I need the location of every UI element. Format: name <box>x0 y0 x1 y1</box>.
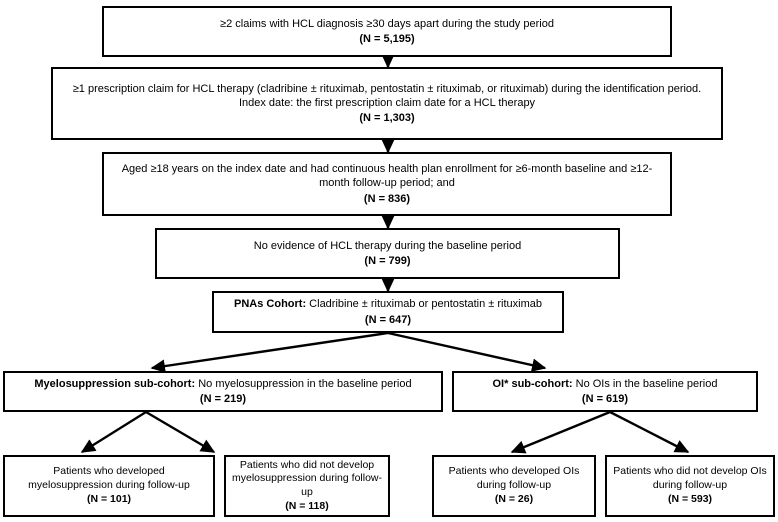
node-body: No evidence of HCL therapy during the ba… <box>253 239 522 252</box>
node-no-myelosuppression: Patients who did not develop myelosuppre… <box>224 455 390 517</box>
node-count: (N = 118) <box>285 499 329 512</box>
node-count: (N = 1,303) <box>359 112 415 125</box>
node-count: (N = 26) <box>494 493 534 506</box>
edge-n7-n10 <box>510 410 611 454</box>
node-body: PNAs Cohort: Cladribine ± rituximab or p… <box>234 297 542 311</box>
node-body: Aged ≥18 years on the index date and had… <box>121 163 653 190</box>
node-hcl-claims: ≥2 claims with HCL diagnosis ≥30 days ap… <box>102 6 672 57</box>
node-count: (N = 647) <box>364 313 412 326</box>
edge-n5-n7 <box>387 331 547 372</box>
node-body: ≥2 claims with HCL diagnosis ≥30 days ap… <box>220 17 554 30</box>
node-body: Myelosuppression sub-cohort: No myelosup… <box>34 377 411 391</box>
node-developed-myelosuppression: Patients who developed myelosuppression … <box>3 455 215 517</box>
node-no-baseline-hcl-therapy: No evidence of HCL therapy during the ba… <box>155 228 620 279</box>
node-lead: PNAs Cohort: <box>234 298 307 311</box>
node-age-and-enrollment: Aged ≥18 years on the index date and had… <box>102 152 672 216</box>
node-lead: Myelosuppression sub-cohort: <box>34 377 196 390</box>
node-oi-sub-cohort: OI* sub-cohort: No OIs in the baseline p… <box>452 371 758 412</box>
node-count: (N = 5,195) <box>359 33 415 45</box>
edge-n5-n6 <box>150 331 389 373</box>
node-no-ois: Patients who did not develop OIs during … <box>605 455 775 517</box>
node-pnas-cohort: PNAs Cohort: Cladribine ± rituximab or p… <box>212 291 564 333</box>
node-count: (N = 101) <box>86 493 132 506</box>
node-body: Patients who did not develop myelosuppre… <box>232 458 382 498</box>
node-count: (N = 799) <box>364 255 411 267</box>
node-body: Patients who did not develop OIs during … <box>613 465 767 491</box>
node-body: ≥1 prescription claim for HCL therapy (c… <box>72 82 702 109</box>
node-body: Patients who developed OIs during follow… <box>448 465 580 491</box>
node-developed-ois: Patients who developed OIs during follow… <box>432 455 596 517</box>
edge-n6-n8 <box>80 410 147 454</box>
edge-n7-n11 <box>609 410 690 454</box>
node-count: (N = 219) <box>199 393 247 405</box>
node-body-text: No myelosuppression in the baseline peri… <box>195 377 412 390</box>
edge-n6-n9 <box>145 410 216 454</box>
node-lead: OI* sub-cohort: <box>492 377 573 390</box>
node-count: (N = 593) <box>667 493 713 506</box>
node-body: OI* sub-cohort: No OIs in the baseline p… <box>493 377 718 391</box>
node-myelosuppression-sub-cohort: Myelosuppression sub-cohort: No myelosup… <box>3 371 443 412</box>
node-count: (N = 836) <box>363 192 411 205</box>
node-body-text: Cladribine ± rituximab or pentostatin ± … <box>306 298 542 311</box>
node-body-text: No OIs in the baseline period <box>572 377 718 390</box>
node-count: (N = 619) <box>581 393 629 405</box>
node-hcl-therapy-prescription: ≥1 prescription claim for HCL therapy (c… <box>51 67 723 140</box>
node-body: Patients who developed myelosuppression … <box>28 465 190 491</box>
